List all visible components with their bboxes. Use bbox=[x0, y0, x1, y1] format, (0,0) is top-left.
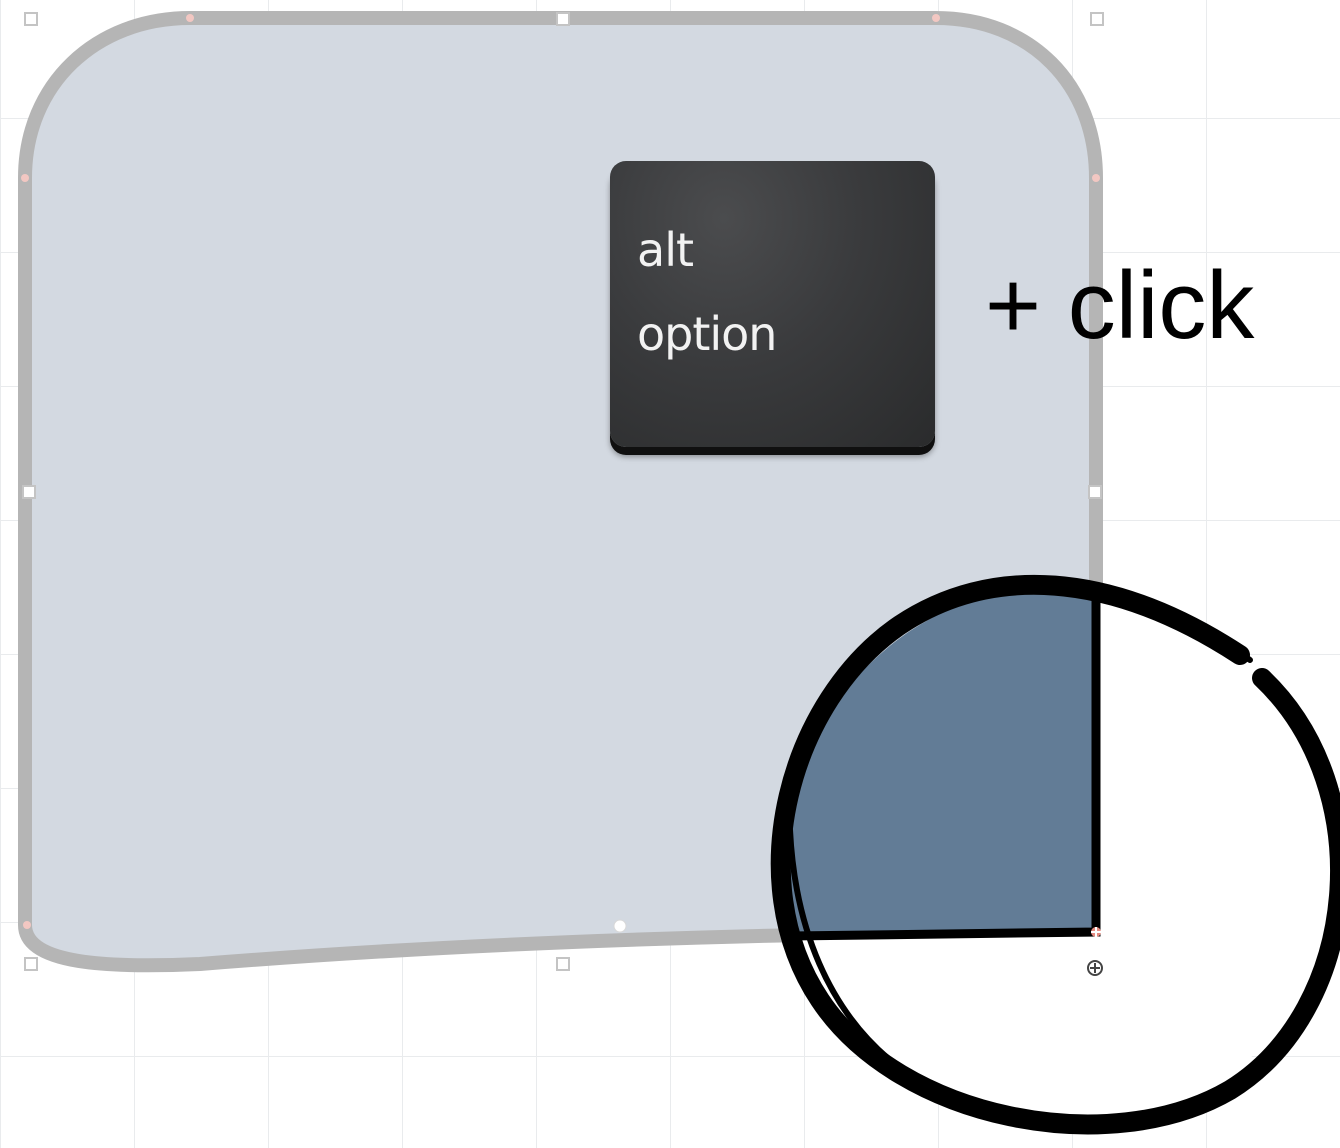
key-label-alt: alt bbox=[637, 223, 694, 277]
selection-handles[interactable] bbox=[22, 12, 1104, 971]
handle-middle-left[interactable] bbox=[22, 485, 36, 499]
handle-middle-right[interactable] bbox=[1088, 485, 1102, 499]
anchor-points[interactable] bbox=[21, 14, 1100, 933]
handle-bottom-center[interactable] bbox=[556, 957, 570, 971]
handle-top-center[interactable] bbox=[556, 12, 570, 26]
key-label-option: option bbox=[637, 307, 777, 361]
handle-top-left[interactable] bbox=[24, 12, 38, 26]
handle-top-right[interactable] bbox=[1090, 12, 1104, 26]
alt-option-key: alt option bbox=[610, 161, 935, 447]
magnified-corner bbox=[788, 585, 1336, 1133]
anchor-bottom-left[interactable] bbox=[23, 921, 31, 929]
move-crosshair-icon[interactable] bbox=[1087, 960, 1103, 976]
handle-bottom-left[interactable] bbox=[24, 957, 38, 971]
anchor-right-upper[interactable] bbox=[1092, 174, 1100, 182]
anchor-corner[interactable] bbox=[1091, 927, 1101, 937]
plus-click-label: + click bbox=[985, 252, 1255, 359]
brush-circle-highlight bbox=[770, 574, 1340, 1135]
anchor-top-left[interactable] bbox=[186, 14, 194, 22]
anchor-left-upper[interactable] bbox=[21, 174, 29, 182]
anchor-bottom-mid[interactable] bbox=[613, 919, 627, 933]
anchor-top-right[interactable] bbox=[932, 14, 940, 22]
